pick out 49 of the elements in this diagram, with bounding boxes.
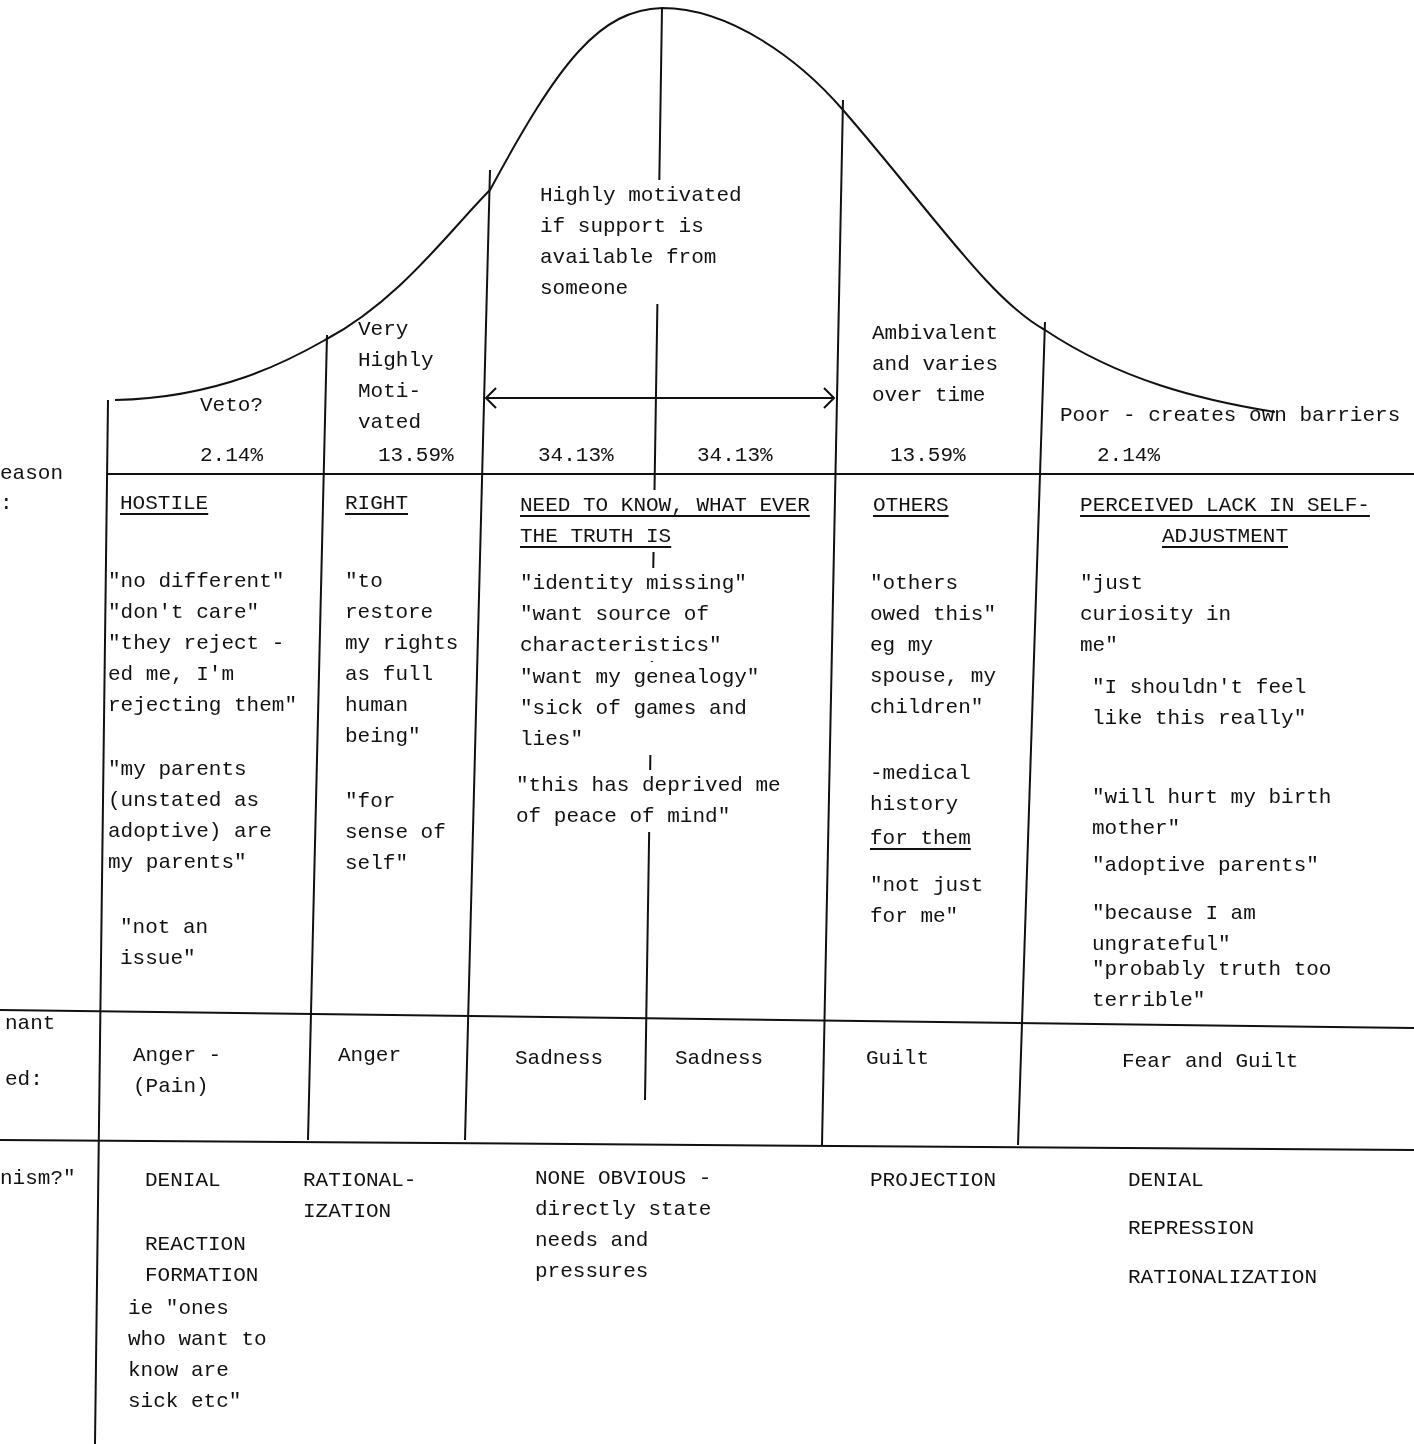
motivation-description: Ambivalent and varies over time [872,321,1000,409]
defence-mechanism: RATIONAL- IZATION [303,1168,418,1225]
quote: "just curiosity in me" [1080,571,1233,659]
quote: "adoptive parents" [1092,853,1320,879]
quote: "others owed this" eg my spouse, my children" [870,571,998,721]
motivation-description: Poor - creates own barriers [1060,403,1402,429]
quote: "to restore my rights as full human being" [345,569,460,750]
defence-mechanism: RATIONALIZATION [1128,1265,1319,1291]
emotion: Fear and Guilt [1122,1049,1300,1075]
emotion: Sadness [515,1046,605,1072]
emotion: Anger [338,1043,402,1069]
column-heading: PERCEIVED LACK IN SELF-ADJUSTMENT [1079,493,1371,550]
row-label: nant [5,1011,57,1037]
percentage: 34.13% [538,443,615,469]
quote: "I shouldn't feel like this really" [1092,675,1308,732]
percentage: 13.59% [890,443,967,469]
row-label: nism?" [0,1166,77,1192]
row-label: : [0,491,14,517]
column-heading: RIGHT [345,491,409,517]
column-heading: HOSTILE [120,491,210,517]
quote: "no different" [108,569,286,595]
defence-mechanism: DENIAL [145,1168,222,1194]
quote: "will hurt my birth mother" [1092,785,1333,842]
defence-mechanism: REPRESSION [1128,1216,1256,1242]
row-label: eason [0,461,64,487]
quote: ie "ones who want to know are sick etc" [128,1296,268,1415]
column-heading: OTHERS [873,493,950,519]
defence-mechanism: NONE OBVIOUS - directly state needs and pressures [535,1166,713,1285]
quote: "they reject -ed me, I'm rejecting them" [108,631,298,719]
emotion: Sadness [675,1046,765,1072]
quote: "probably truth too terrible" [1092,957,1333,1014]
quote: "not just for me" [870,873,985,930]
quote: "for sense of self" [345,789,447,877]
motivation-description: Veto? [200,393,264,419]
quote: "my parents (unstated as adoptive) are my parents" [108,757,273,876]
quote: "because I am ungrateful" [1092,901,1257,958]
motivation-description: Very Highly Moti- vated [358,317,435,436]
quote: for them [870,826,972,852]
emotion: Anger -(Pain) [133,1043,223,1100]
percentage: 13.59% [378,443,455,469]
percentage: 2.14% [1097,443,1161,469]
percentage: 2.14% [200,443,264,469]
defence-mechanism: PROJECTION [870,1168,998,1194]
row-label: ed: [5,1067,44,1093]
emotion: Guilt [866,1046,930,1072]
defence-mechanism: DENIAL [1128,1168,1205,1194]
quote: "not an issue" [120,915,210,972]
percentage: 34.13% [697,443,774,469]
quote: "don't care" [108,600,261,626]
